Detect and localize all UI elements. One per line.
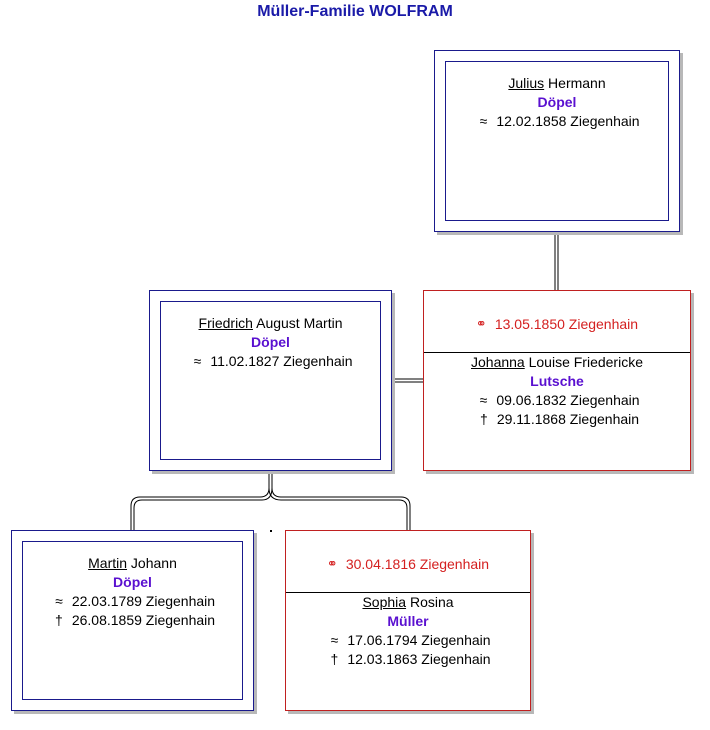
person-card-martin[interactable]: Martin Johann Döpel ≈ 22.03.1789 Ziegenh… [11,530,254,711]
person-name: Sophia Rosina [362,594,454,610]
marriage-event: ⚭30.04.1816 Ziegenhain [286,531,530,593]
death-event: † 26.08.1859 Ziegenhain [23,611,242,630]
person-surname: Döpel [251,334,290,350]
marriage-rings-icon: ⚭ [326,556,338,571]
person-surname: Müller [387,613,429,629]
person-name: Martin Johann [88,555,177,571]
person-surname: Döpel [537,94,577,110]
chart-title: Müller-Familie WOLFRAM [257,3,453,20]
baptism-event: ≈ 12.02.1858 Ziegenhain [446,112,668,131]
baptism-icon: ≈ [193,353,202,369]
person-surname: Döpel [113,574,152,590]
person-name: Friedrich August Martin [198,315,343,331]
person-surname: Lutsche [530,373,584,389]
person-name: Johanna Louise Friedericke [471,354,643,370]
baptism-event: ≈ 09.06.1832 Ziegenhain [424,391,690,410]
person-card-julius[interactable]: Julius Hermann Döpel ≈ 12.02.1858 Ziegen… [434,50,680,232]
baptism-icon: ≈ [479,392,488,408]
baptism-event: ≈ 17.06.1794 Ziegenhain [286,631,530,650]
spouse-card-johanna[interactable]: ⚭13.05.1850 Ziegenhain Johanna Louise Fr… [423,290,691,471]
person-card-friedrich[interactable]: Friedrich August Martin Döpel ≈ 11.02.18… [149,290,392,471]
person-name: Julius Hermann [508,75,606,91]
baptism-icon: ≈ [330,632,339,648]
spouse-card-sophia[interactable]: ⚭30.04.1816 Ziegenhain Sophia Rosina Mül… [285,530,531,711]
baptism-icon: ≈ [479,113,488,129]
death-cross-icon: † [55,612,63,628]
death-event: † 29.11.1868 Ziegenhain [424,410,690,429]
marriage-event: ⚭13.05.1850 Ziegenhain [424,291,690,353]
death-cross-icon: † [330,651,339,667]
baptism-event: ≈ 11.02.1827 Ziegenhain [161,352,380,371]
marriage-rings-icon: ⚭ [475,316,487,331]
baptism-event: ≈ 22.03.1789 Ziegenhain [23,592,242,611]
death-cross-icon: † [480,411,488,427]
death-event: † 12.03.1863 Ziegenhain [286,650,530,669]
baptism-icon: ≈ [55,593,63,609]
